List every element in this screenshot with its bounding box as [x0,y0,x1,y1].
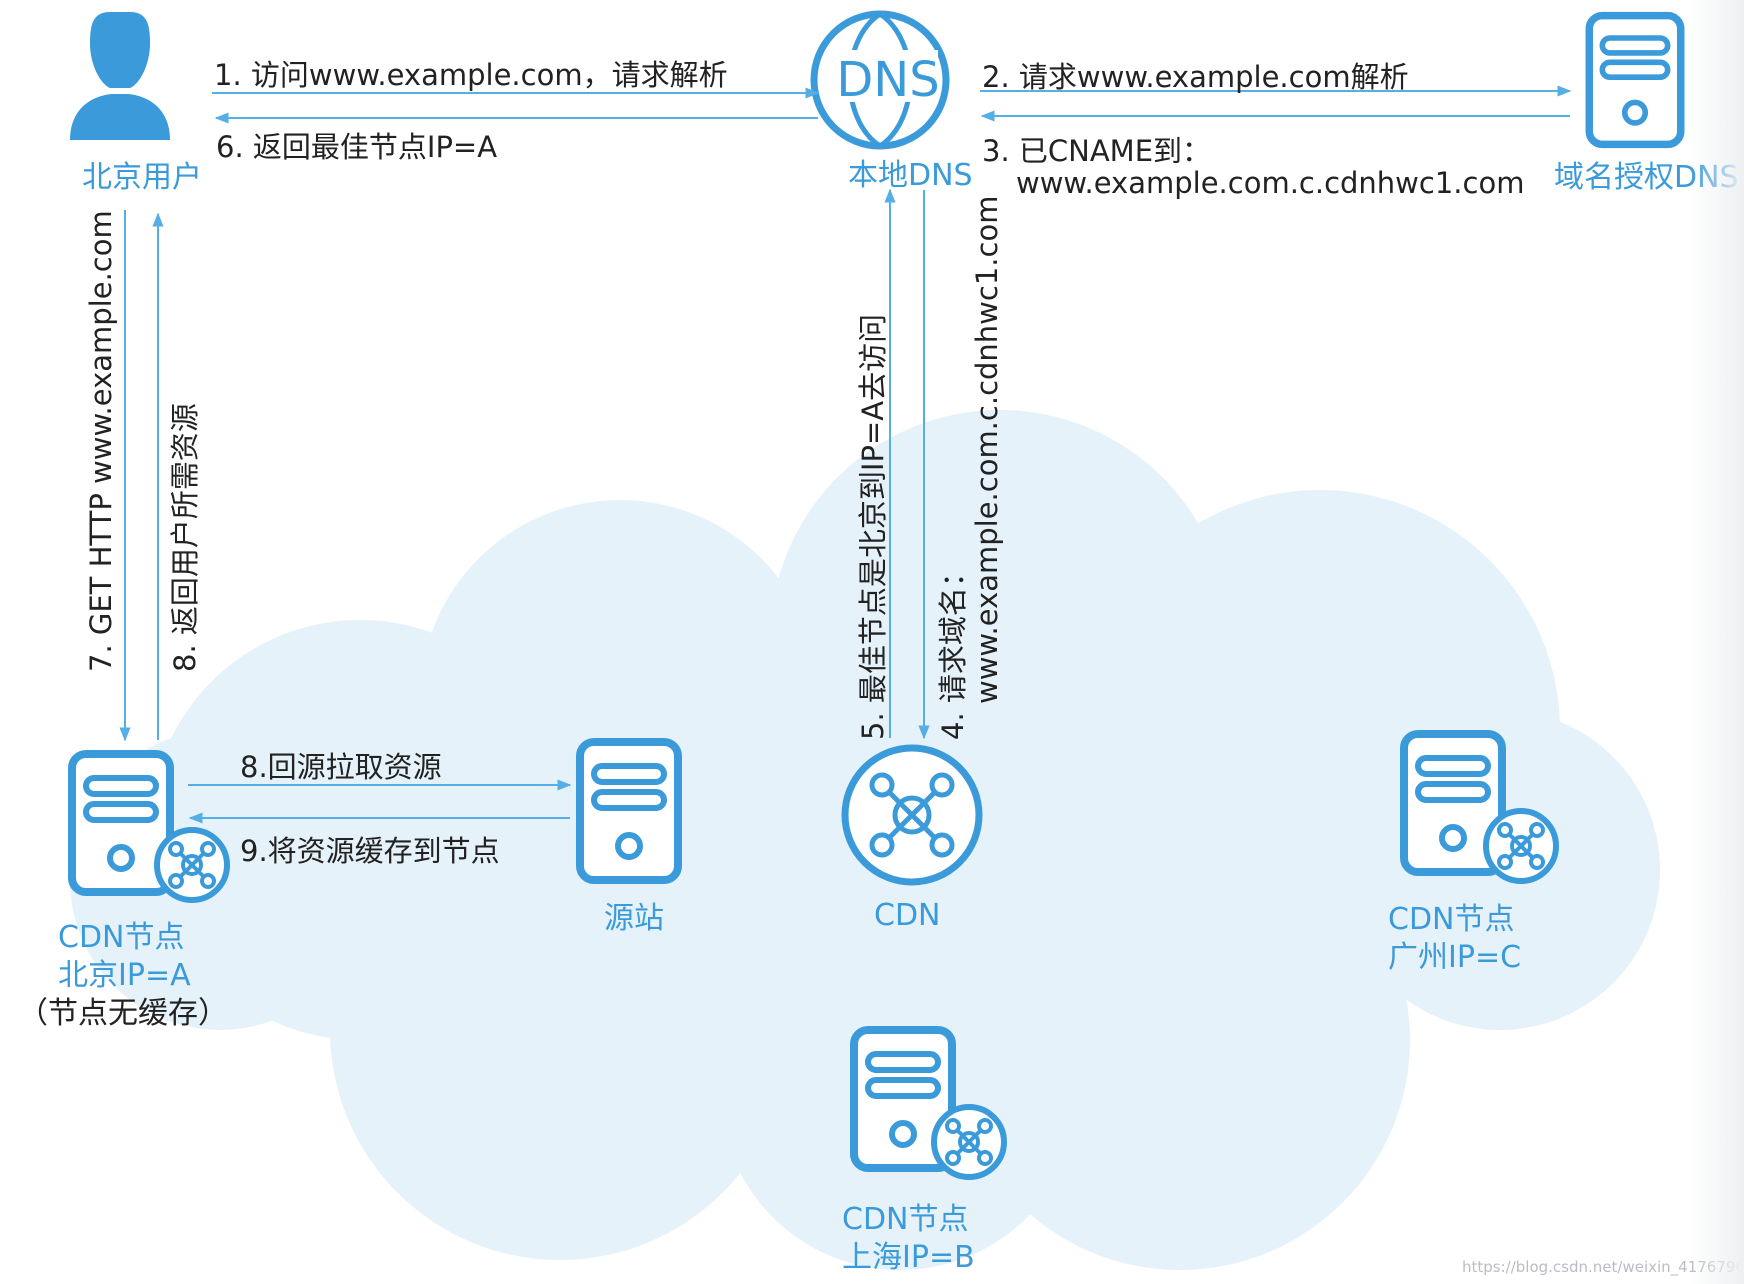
cdn-network-icon [841,744,983,886]
beijing-node-note: （节点无缓存） [18,996,228,1031]
step9-label: 9.将资源缓存到节点 [240,834,500,868]
step3-line1: 3. 已CNAME到： [982,134,1212,168]
beijing-cdn-network-icon [157,830,227,900]
watermark: https://blog.csdn.net/weixin_41767962 [1462,1258,1744,1276]
step1-label: 1. 访问www.example.com，请求解析 [214,58,728,92]
beijing-node-line1: CDN节点 [58,920,185,955]
step7-label: 7. GET HTTP www.example.com [84,210,118,672]
shanghai-node-line1: CDN节点 [842,1202,969,1237]
auth-dns-server-icon [1589,16,1680,145]
guangzhou-node-line1: CDN节点 [1388,902,1515,937]
right-edge-shade [1690,0,1744,1284]
step8-return-label: 8. 返回用户所需资源 [168,403,202,672]
step5-label: 5. 最佳节点是北京到IP=A去访问 [856,313,890,740]
step8-origin-label: 8.回源拉取资源 [240,750,442,784]
step4-line1: 4. 请求域名： [936,558,970,740]
user-icon [70,12,170,140]
step2-label: 2. 请求www.example.com解析 [982,60,1409,94]
cdn-label: CDN [874,898,941,933]
step4-line2: www.example.com.c.cdnhwc1.com [970,195,1004,704]
guangzhou-cdn-network-icon [1486,811,1556,881]
step6-label: 6. 返回最佳节点IP=A [216,130,498,164]
origin-server-icon [580,742,678,880]
shanghai-node-line2: 上海IP=B [842,1240,975,1275]
step3-line2: www.example.com.c.cdnhwc1.com [1016,166,1525,200]
guangzhou-node-line2: 广州IP=C [1388,940,1522,975]
dns-globe-icon: DNS [810,10,950,150]
origin-label: 源站 [604,901,664,936]
shanghai-cdn-network-icon [934,1107,1004,1177]
dns-icon-text: DNS [836,52,939,108]
beijing-node-line2: 北京IP=A [58,958,191,993]
local-dns-label: 本地DNS [848,158,973,193]
user-label: 北京用户 [82,160,202,195]
